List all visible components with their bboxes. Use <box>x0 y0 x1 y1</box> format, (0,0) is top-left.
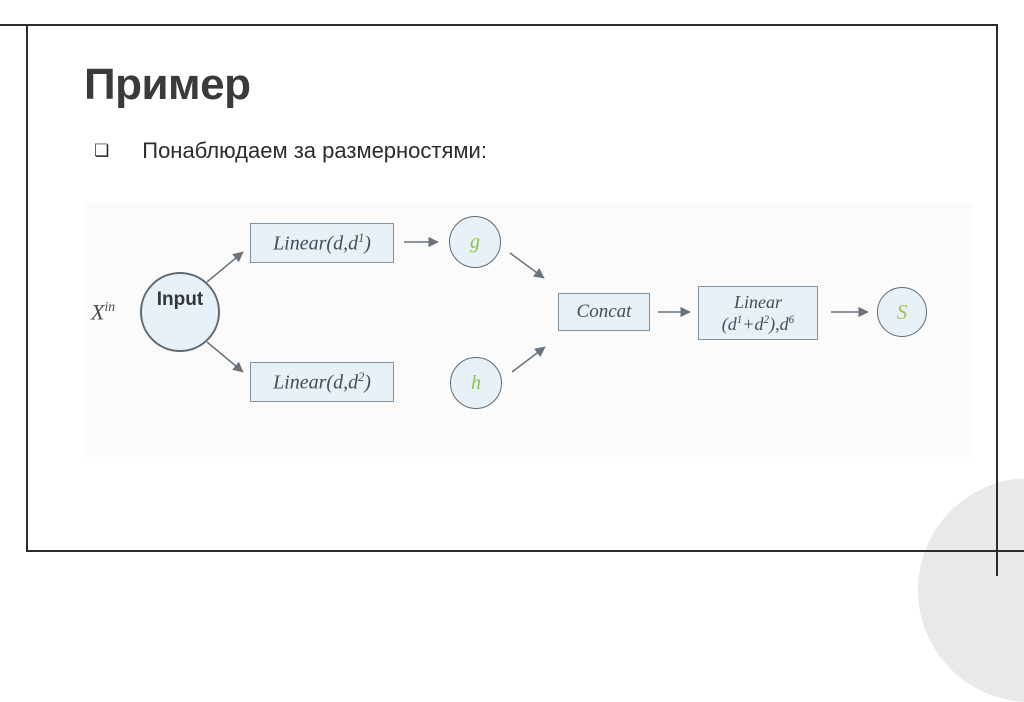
xin-superscript: in <box>104 299 116 314</box>
bullet-text: Понаблюдаем за размерностями: <box>142 138 487 163</box>
arrow-g-to-concat <box>509 252 545 279</box>
concat-node: Concat <box>558 293 650 331</box>
arrow-input-to-linear1 <box>206 251 244 283</box>
g-node: g <box>449 216 501 268</box>
arrow-h-to-concat <box>511 346 546 373</box>
arrow-input-to-linear2 <box>206 341 244 373</box>
g-node-label: g <box>470 230 480 253</box>
slide-border-right <box>996 24 998 576</box>
slide-border-bottom <box>26 550 1024 552</box>
xin-base: X <box>91 299 105 325</box>
slide-border-top <box>0 24 998 26</box>
s-node-label: S <box>896 299 908 324</box>
s-node: S <box>877 287 927 337</box>
linear2-label: Linear(d,d2) <box>273 369 371 394</box>
linear1-node: Linear(d,d1) <box>250 223 394 263</box>
bullet-item: ❏ Понаблюдаем за размерностями: <box>94 138 487 164</box>
slide-title: Пример <box>84 60 251 109</box>
square-bullet-icon: ❏ <box>94 141 110 160</box>
linear-output-label: Linear (d1+d2),d6 <box>721 291 795 335</box>
h-node: h <box>450 357 502 409</box>
concat-label: Concat <box>576 301 632 322</box>
slide-border-left <box>26 24 28 552</box>
linear1-label: Linear(d,d1) <box>273 230 371 255</box>
slide: Пример ❏ Понаблюдаем за размерностями: <box>28 26 996 550</box>
h-node-label: h <box>471 371 481 394</box>
input-tensor-label: Xin <box>91 299 115 325</box>
input-node: Input <box>140 272 220 352</box>
diagram-arrows <box>206 236 869 373</box>
input-node-label: Input <box>156 289 204 310</box>
linear-output-node: Linear (d1+d2),d6 <box>698 286 818 340</box>
dimension-flow-diagram: Xin Input Linear(d,d1) Linear(d,d2) g h … <box>85 203 972 457</box>
linear2-node: Linear(d,d2) <box>250 362 394 402</box>
page: Пример ❏ Понаблюдаем за размерностями: <box>0 24 1024 702</box>
